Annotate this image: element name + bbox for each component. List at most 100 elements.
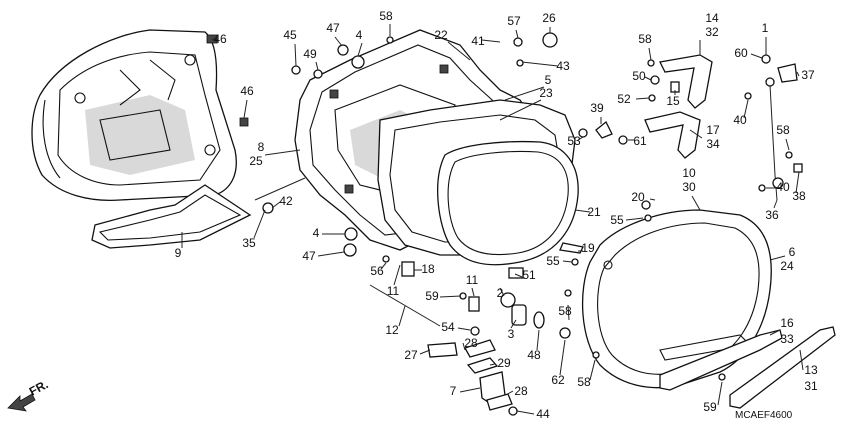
leader-line [271,201,281,209]
leader-line [516,410,535,415]
callout-c36: 36 [765,208,779,222]
callout-c19: 19 [581,241,595,255]
leader-line [462,342,466,351]
leader-line [380,262,387,270]
callout-c24: 24 [780,259,794,273]
leader-line [211,38,219,41]
leader-line [796,71,800,77]
leader-line [799,349,804,371]
diagram-code: MCAEF4600 [735,410,793,421]
leader-line [559,339,566,376]
leader-line [471,287,475,297]
callout-c25: 25 [249,154,263,168]
callout-c58b: 58 [638,32,652,46]
leader-line [644,76,652,81]
callout-c40a: 40 [733,113,747,127]
leader-line [459,387,481,393]
callout-c31: 31 [804,379,818,393]
callout-c12: 12 [385,323,399,337]
leader-line [567,304,570,321]
leader-line [439,295,462,298]
callout-c39: 39 [590,101,604,115]
callout-c46a: 46 [213,32,227,46]
callout-c33: 33 [780,332,794,346]
callout-c3: 3 [508,327,515,341]
callout-c61: 61 [633,134,647,148]
callout-c1x: 11 [466,273,479,287]
leader-line [398,305,406,327]
leader-line [750,53,763,59]
callout-c28a: 28 [464,336,478,350]
callout-c9: 9 [175,246,182,260]
hinge-37 [777,63,798,83]
callout-c13: 13 [804,363,818,377]
leader-line [317,251,345,257]
callout-c58a: 58 [379,9,393,23]
callout-c44: 44 [536,407,550,421]
callout-c40b: 40 [776,180,790,194]
callout-c57: 57 [507,14,521,28]
leader-line [769,255,786,261]
leader-line [562,260,573,263]
callout-c38: 38 [792,189,806,203]
leader-line [504,86,545,101]
callout-c47b: 47 [302,249,316,263]
callout-c34: 34 [706,137,720,151]
callout-c59a: 59 [425,289,439,303]
leader-line [334,36,343,47]
leader-line [625,217,644,221]
callout-c28b: 28 [514,384,528,398]
callout-c11: 11 [387,284,400,298]
callout-c22: 22 [434,28,448,42]
callout-c23: 23 [539,86,553,100]
callout-c59b: 59 [703,400,717,414]
callout-c8: 8 [258,140,265,154]
callout-c52: 52 [617,92,631,106]
leader-line [499,287,505,297]
leader-line [489,363,496,366]
leader-line [691,195,701,211]
leader-line [648,47,652,61]
callout-c60: 60 [734,46,748,60]
leader-line [499,99,542,121]
leader-line [521,61,559,67]
handle-14 [659,54,713,109]
leader-line [447,41,471,61]
leader-line [577,136,584,141]
leader-line [505,390,514,396]
callout-c58e: 58 [558,304,572,318]
callout-c4a: 4 [356,28,363,42]
callout-c26: 26 [542,11,556,25]
callout-c35: 35 [242,236,256,250]
callout-c48: 48 [527,348,541,362]
leader-line [635,97,650,100]
gasket-9 [91,184,252,249]
leader-line [264,149,301,156]
callout-c62: 62 [551,373,565,387]
front-direction-arrow: FR. [7,377,50,412]
callout-c54: 54 [441,320,455,334]
leader-line [743,99,749,119]
callout-c5: 5 [545,73,552,87]
leader-line [649,198,656,201]
callout-c4b: 4 [313,226,320,240]
leader-line [481,39,501,43]
leader-line [457,327,471,331]
leader-line [243,99,248,119]
callout-c7: 7 [450,384,457,398]
callout-c43: 43 [556,59,570,73]
callout-c51: 51 [522,268,536,282]
callout-c20: 20 [631,190,645,204]
callout-c18: 18 [421,262,435,276]
callout-c49: 49 [303,47,317,61]
leader-line [510,319,517,329]
callout-c15: 15 [666,94,680,108]
leader-line [515,29,519,39]
callout-c16: 16 [780,316,794,330]
molding-13 [729,326,836,409]
leader-line [574,209,591,213]
callout-c47a: 47 [326,21,340,35]
leader-line [514,273,523,278]
bracket-17 [644,111,701,159]
callout-c45: 45 [283,28,297,42]
